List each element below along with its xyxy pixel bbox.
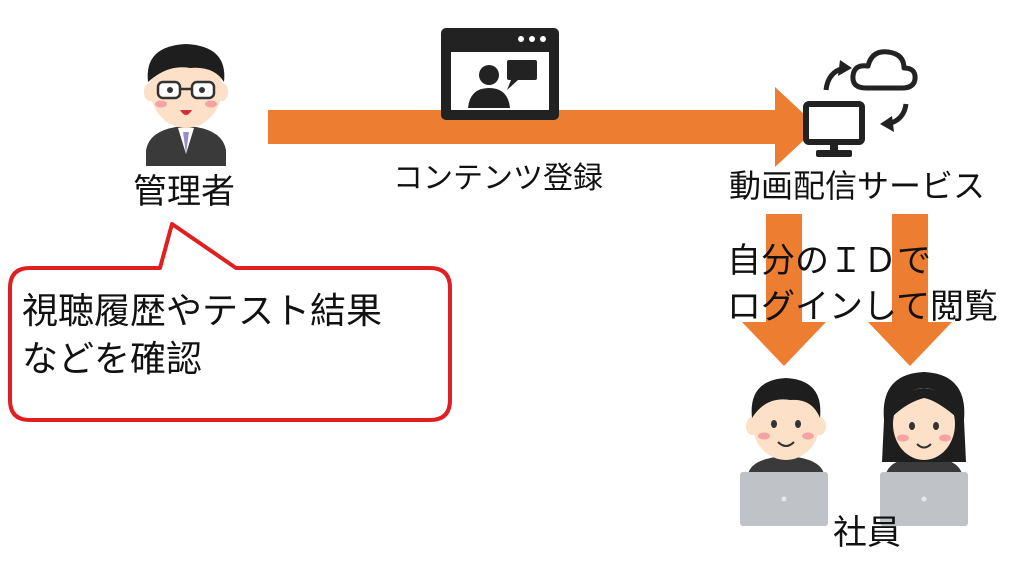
- login-note-line1: 自分のＩＤで: [727, 241, 931, 281]
- callout-line2: などを確認: [22, 339, 203, 380]
- admin-label: 管理者: [133, 172, 235, 212]
- cloud-computer-sync-icon: [803, 49, 918, 157]
- employee-female-icon: [880, 372, 968, 526]
- video-window-icon: [441, 28, 559, 120]
- employees-label: 社員: [833, 513, 901, 553]
- callout-bubble: [8, 222, 452, 422]
- login-arrow-left: [742, 214, 826, 366]
- content-registration-label: コンテンツ登録: [393, 161, 603, 196]
- login-arrow-right: [868, 214, 952, 366]
- delivery-service-label: 動画配信サービス: [729, 167, 986, 205]
- register-arrow: [268, 87, 818, 167]
- login-note-line2: ログインして閲覧: [727, 287, 998, 327]
- admin-person-icon: [144, 44, 228, 166]
- employee-male-icon: [740, 378, 828, 526]
- callout-line1: 視聴履歴やテスト結果: [22, 291, 383, 332]
